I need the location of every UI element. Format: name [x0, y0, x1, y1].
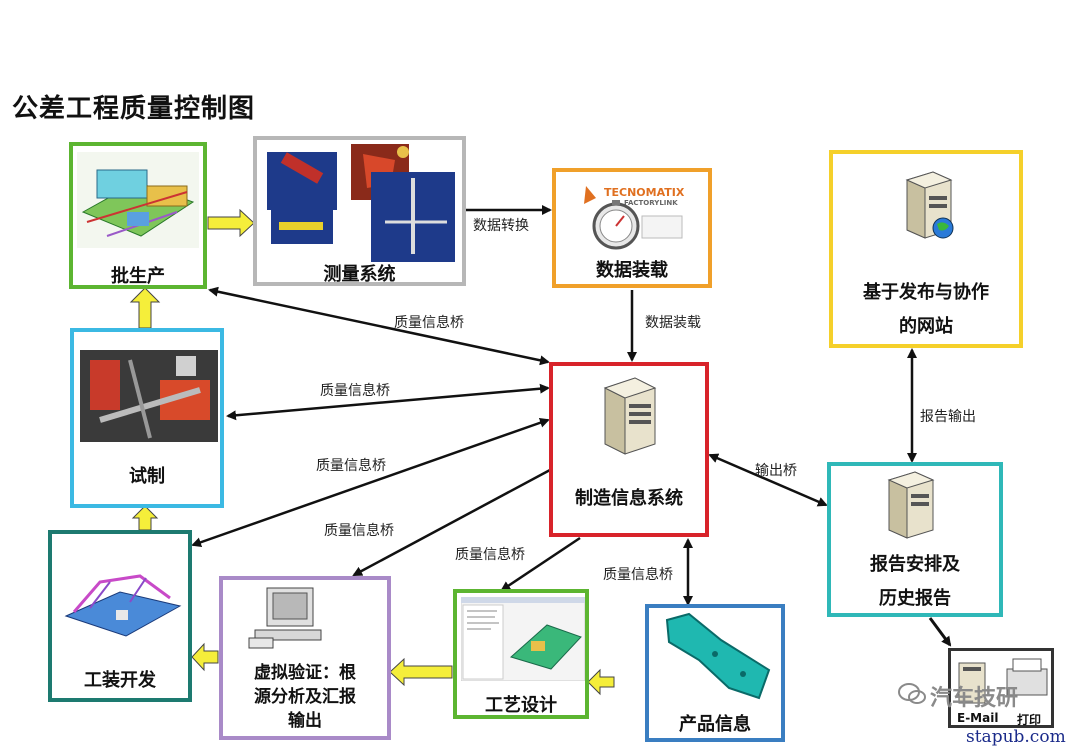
stopwatch-image: [584, 186, 683, 250]
web-server-icon: [905, 171, 954, 239]
edge-label-quality-bridge-4: 质量信息桥: [324, 523, 394, 539]
edge-mes-process: [500, 536, 581, 592]
node-batch-production[interactable]: 批生产: [69, 142, 207, 289]
product-part-image: [665, 612, 771, 700]
print-label: 打印: [1017, 713, 1042, 727]
edge-label-data-convert: 数据转换: [473, 218, 529, 234]
edge-mes-report: [708, 453, 828, 507]
edge-mes-virtual: [352, 468, 551, 577]
node-tooling-development[interactable]: 工装开发: [48, 530, 192, 702]
yellow-arrow-process-to-virtual: [389, 657, 453, 687]
node-product-info[interactable]: 产品信息: [645, 604, 785, 742]
edge-report-output: [928, 617, 952, 647]
edge-tool-mes: [191, 417, 550, 548]
edge-label-output-bridge: 输出桥: [755, 463, 797, 479]
node-label-virtual-2: 源分析及汇报: [254, 687, 356, 707]
edge-label-quality-bridge-1: 质量信息桥: [394, 315, 464, 331]
site-url: stapub.com: [966, 727, 1066, 747]
node-publish-site[interactable]: 基于发布与协作 的网站: [829, 150, 1023, 348]
node-label-process-design: 工艺设计: [485, 695, 557, 716]
yellow-arrow-trial-to-batch: [129, 287, 161, 329]
yellow-arrow-product-to-process: [587, 668, 615, 696]
tecnomatix-logo: TECNOMATIX: [604, 186, 685, 199]
edge-label-report-output: 报告输出: [920, 409, 976, 425]
node-label-data-loading: 数据装载: [596, 260, 668, 281]
email-print-icons: [958, 658, 1048, 704]
node-email-print[interactable]: E-Mail 打印: [948, 648, 1054, 728]
node-trial-production[interactable]: 试制: [70, 328, 224, 508]
watermark-text: 汽车技研: [930, 686, 1019, 711]
node-label-tooling-development: 工装开发: [84, 670, 156, 691]
email-label: E-Mail: [957, 711, 999, 725]
node-label-report-1: 报告安排及: [870, 554, 960, 575]
factorylink-logo: FACTORYLINK: [624, 199, 678, 207]
tooling-fixture-image: [64, 574, 182, 637]
process-design-screenshot: [461, 597, 585, 681]
computer-icon: [248, 587, 322, 649]
node-measurement-system[interactable]: 测量系统: [253, 136, 466, 286]
batch-production-image: [77, 152, 199, 248]
edge-label-quality-bridge-5: 质量信息桥: [455, 547, 525, 563]
edge-label-quality-bridge-2: 质量信息桥: [320, 383, 390, 399]
node-label-publish-site-2: 的网站: [899, 316, 953, 337]
node-label-manufacturing-info-system: 制造信息系统: [575, 488, 683, 509]
edge-trial-mes: [226, 383, 550, 421]
node-label-publish-site-1: 基于发布与协作: [863, 282, 989, 303]
trial-production-image: [80, 350, 218, 442]
node-label-batch-production: 批生产: [111, 266, 165, 287]
yellow-arrow-batch-to-measure: [207, 208, 255, 238]
server-icon: [603, 377, 657, 455]
edge-label-quality-bridge-3: 质量信息桥: [316, 458, 386, 474]
yellow-arrow-virtual-to-tool: [191, 642, 219, 672]
node-virtual-verification[interactable]: 虚拟验证：根 源分析及汇报 输出: [219, 576, 391, 740]
report-server-icon: [887, 471, 935, 539]
node-label-virtual-1: 虚拟验证：根: [254, 663, 356, 683]
edge-batch-mes: [208, 286, 550, 366]
node-label-report-2: 历史报告: [879, 588, 951, 609]
edge-label-quality-bridge-6: 质量信息桥: [603, 567, 673, 583]
node-process-design[interactable]: 工艺设计: [453, 589, 589, 719]
node-manufacturing-info-system[interactable]: 制造信息系统: [549, 362, 709, 537]
node-label-trial-production: 试制: [129, 466, 165, 487]
measurement-system-image: [267, 144, 455, 262]
wechat-icon: [898, 683, 926, 704]
node-label-measurement-system: 测量系统: [323, 264, 396, 285]
edge-label-data-load: 数据装载: [645, 315, 701, 331]
node-report-history[interactable]: 报告安排及 历史报告: [827, 462, 1003, 617]
node-label-virtual-3: 输出: [288, 711, 322, 731]
node-data-loading[interactable]: TECNOMATIX FACTORYLINK 数据装载: [552, 168, 712, 288]
yellow-arrow-tool-to-trial: [131, 505, 159, 531]
node-label-product-info: 产品信息: [679, 714, 751, 735]
page-title: 公差工程质量控制图: [12, 94, 256, 124]
